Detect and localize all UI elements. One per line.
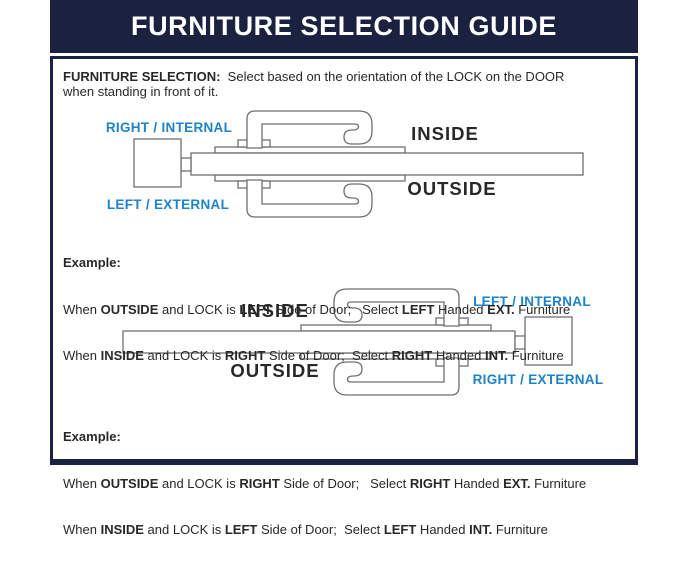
diagram2-lock-bottom-label: RIGHT / EXTERNAL [473,372,604,387]
diagram2-inside-label: INSIDE [241,300,309,321]
lock-orientation-diagrams: RIGHT / INTERNAL INSIDE OUTSIDE LEFT / E… [106,110,604,396]
example-block-2: Example: When OUTSIDE and LOCK is RIGHT … [63,398,586,569]
diagram1-inside-label: INSIDE [411,123,479,144]
guide-header-bar: FURNITURE SELECTION GUIDE [50,0,638,53]
diagram1-lock-top-label: RIGHT / INTERNAL [106,120,232,135]
diagram1-outside-label: OUTSIDE [407,178,496,199]
intro-text: FURNITURE SELECTION: Select based on the… [63,69,565,99]
diagram2-outside-label: OUTSIDE [230,360,319,381]
example-block-1: Example: When OUTSIDE and LOCK is LEFT S… [63,224,570,395]
example2-heading: Example: [63,429,121,444]
diagram1-lock-bottom-label: LEFT / EXTERNAL [107,197,229,212]
example2-line2: When INSIDE and LOCK is LEFT Side of Doo… [63,522,548,537]
example1-heading: Example: [63,255,121,270]
diagram2-lock-top-label: LEFT / INTERNAL [473,294,591,309]
guide-panel: RIGHT / INTERNAL INSIDE OUTSIDE LEFT / E… [50,56,638,537]
example1-line1: When OUTSIDE and LOCK is LEFT Side of Do… [63,301,571,317]
example2-line1: When OUTSIDE and LOCK is RIGHT Side of D… [63,475,587,491]
guide-title: FURNITURE SELECTION GUIDE [130,11,557,41]
example1-line2: When INSIDE and LOCK is RIGHT Side of Do… [63,348,564,363]
